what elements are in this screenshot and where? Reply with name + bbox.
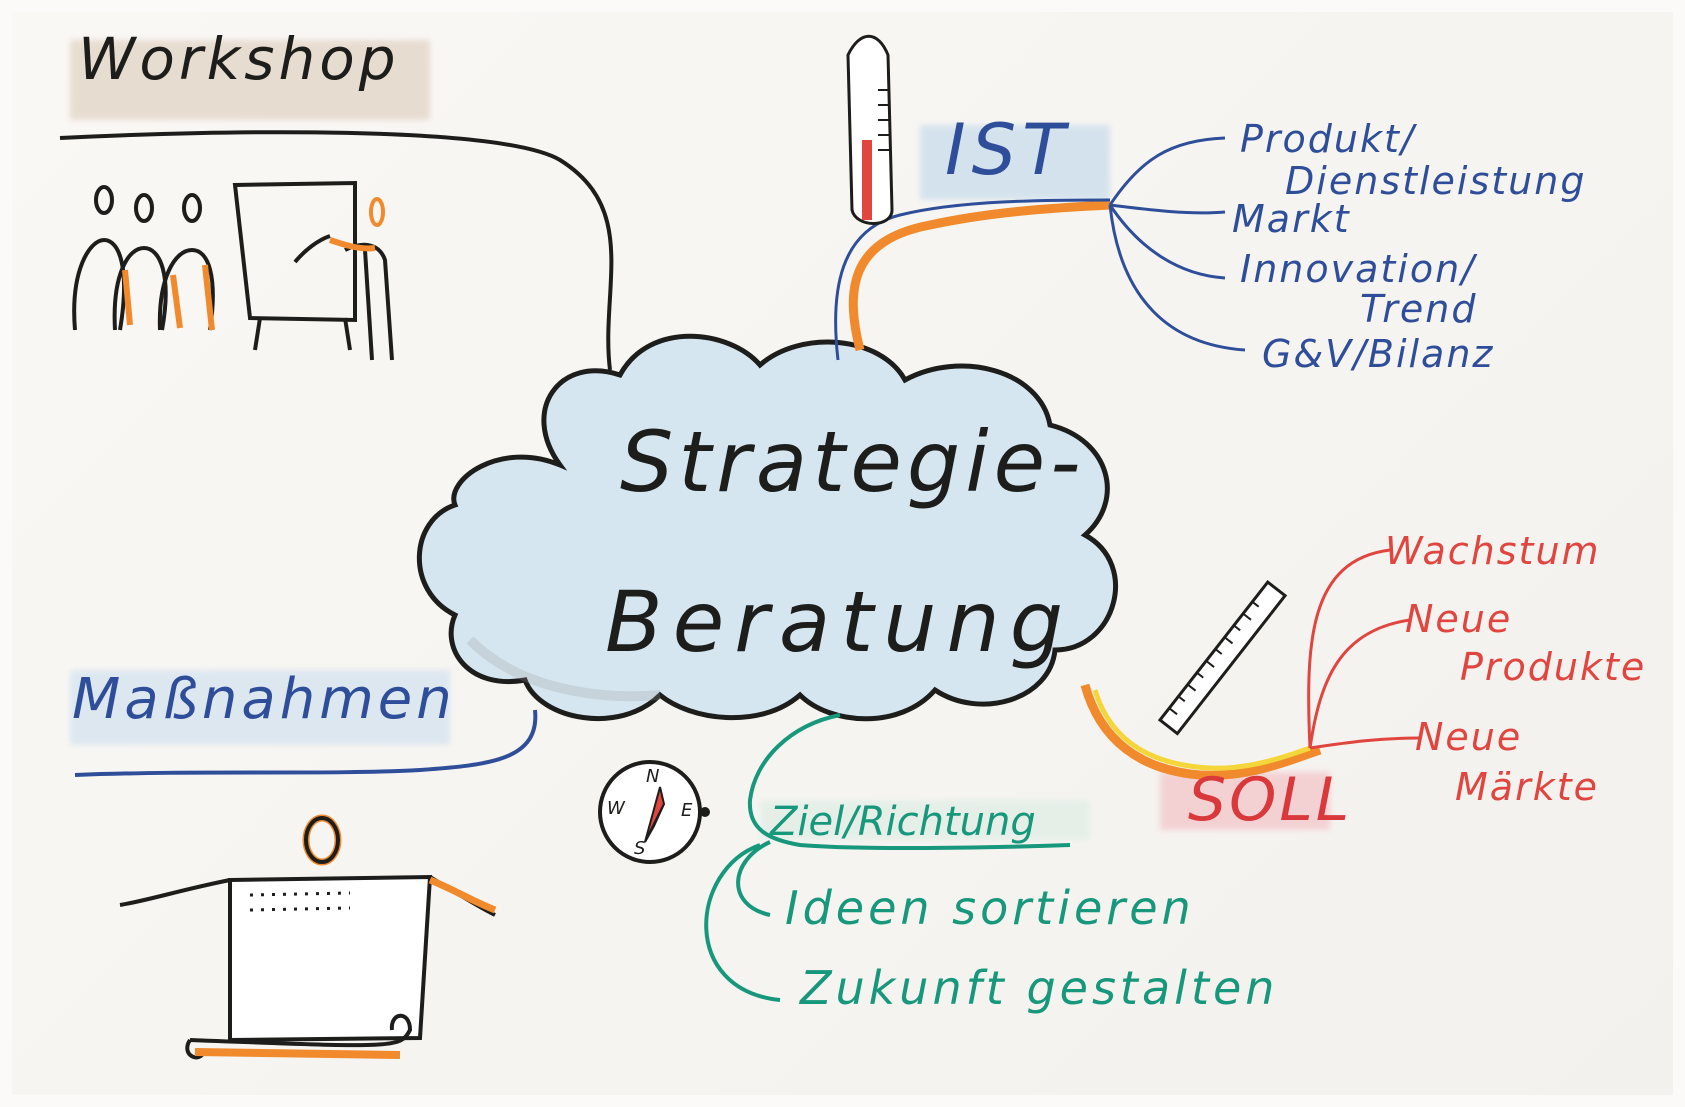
ist-item-trend: Trend xyxy=(1360,287,1478,331)
workshop-audience-icon xyxy=(72,185,215,331)
ist-item-innovation: Innovation/ xyxy=(1240,247,1476,291)
ziel-title: Ziel/Richtung xyxy=(770,799,1036,845)
soll-connector-orange xyxy=(1080,683,1322,780)
ist-connector-blue xyxy=(834,198,1111,361)
scroll-figure-icon xyxy=(119,814,497,1060)
flipchart-icon xyxy=(232,180,357,351)
center-title-line1: Strategie- xyxy=(620,413,1086,511)
ziel-connector xyxy=(747,713,1071,851)
massnahmen-wash xyxy=(70,670,450,745)
ist-branches xyxy=(1108,136,1246,352)
soll-item-neue-1: Neue xyxy=(1405,597,1513,641)
ist-item-dienstleistung: Dienstleistung xyxy=(1285,159,1587,203)
soll-item-neue-2: Neue xyxy=(1415,715,1523,759)
ist-connector-orange xyxy=(848,200,1111,352)
central-cloud xyxy=(416,333,1118,722)
ist-item-gv-bilanz: G&V/Bilanz xyxy=(1262,332,1495,376)
presenter-icon xyxy=(329,197,394,361)
soll-item-wachstum: Wachstum xyxy=(1385,529,1601,573)
compass-west-label: W xyxy=(607,798,625,819)
workshop-connector xyxy=(59,130,614,371)
compass-icon xyxy=(598,760,710,864)
center-title-line2: Beratung xyxy=(605,573,1074,671)
massnahmen-title: Maßnahmen xyxy=(72,667,456,732)
thermometer-icon xyxy=(846,34,894,225)
soll-wash xyxy=(1160,772,1330,830)
ziel-branches xyxy=(704,840,781,1002)
ziel-item-ideen: Ideen sortieren xyxy=(785,881,1195,935)
audience-orange-accents xyxy=(122,264,215,331)
ist-wash xyxy=(920,125,1110,200)
workshop-title: Workshop xyxy=(78,25,400,93)
compass-south-label: S xyxy=(634,838,646,859)
ist-title: IST xyxy=(945,109,1071,191)
soll-connector-yellow xyxy=(1092,689,1311,771)
massnahmen-connector xyxy=(74,709,538,777)
soll-item-produkte: Produkte xyxy=(1460,645,1647,689)
ruler-icon xyxy=(1157,579,1288,736)
compass-north-label: N xyxy=(646,766,660,787)
workshop-wash xyxy=(70,40,430,120)
soll-title: SOLL xyxy=(1188,765,1353,835)
ziel-item-zukunft: Zukunft gestalten xyxy=(800,961,1279,1015)
ist-item-produkt: Produkt/ xyxy=(1240,117,1416,161)
ziel-wash xyxy=(760,800,1090,840)
soll-branches xyxy=(1307,548,1421,750)
soll-item-maerkte: Märkte xyxy=(1455,765,1599,809)
compass-east-label: E xyxy=(681,800,693,821)
ist-item-markt: Markt xyxy=(1232,197,1351,241)
